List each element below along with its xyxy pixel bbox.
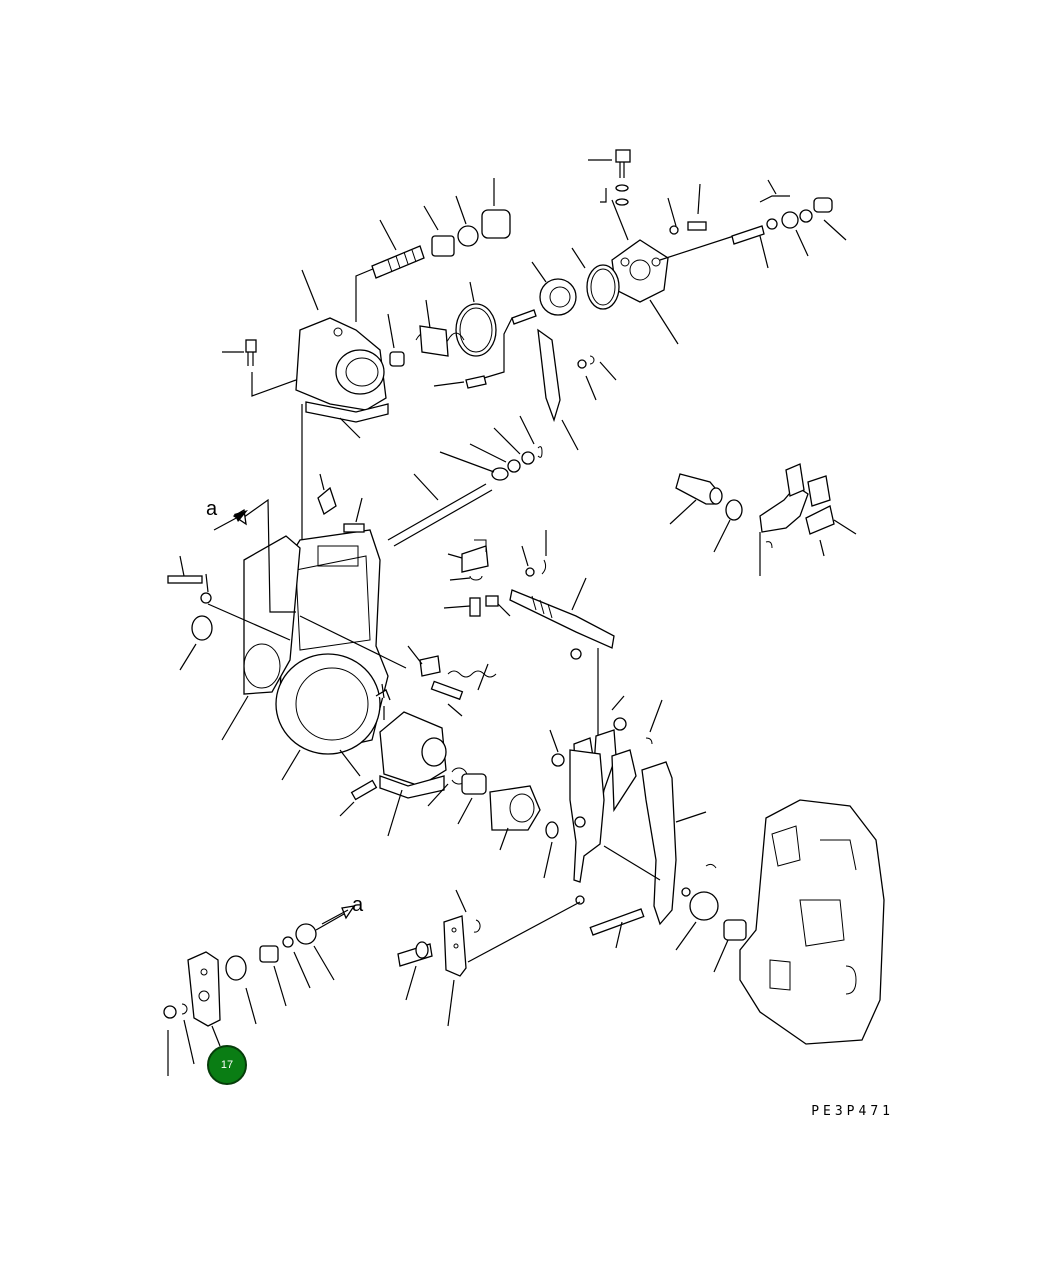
- right-valves: [669, 463, 857, 576]
- upper-housing: [222, 178, 617, 451]
- top-cover-assembly: [531, 149, 847, 345]
- callout-17[interactable]: 17: [207, 1045, 247, 1085]
- view-arrows: [213, 510, 349, 925]
- lower-right-assembly: [467, 695, 885, 1045]
- view-marker-lower: a: [352, 894, 364, 916]
- lower-left-parts: [163, 889, 481, 1076]
- middle-assembly: [167, 404, 615, 879]
- view-marker-upper: a: [206, 498, 218, 520]
- drawing-code: PE3P471: [811, 1104, 894, 1119]
